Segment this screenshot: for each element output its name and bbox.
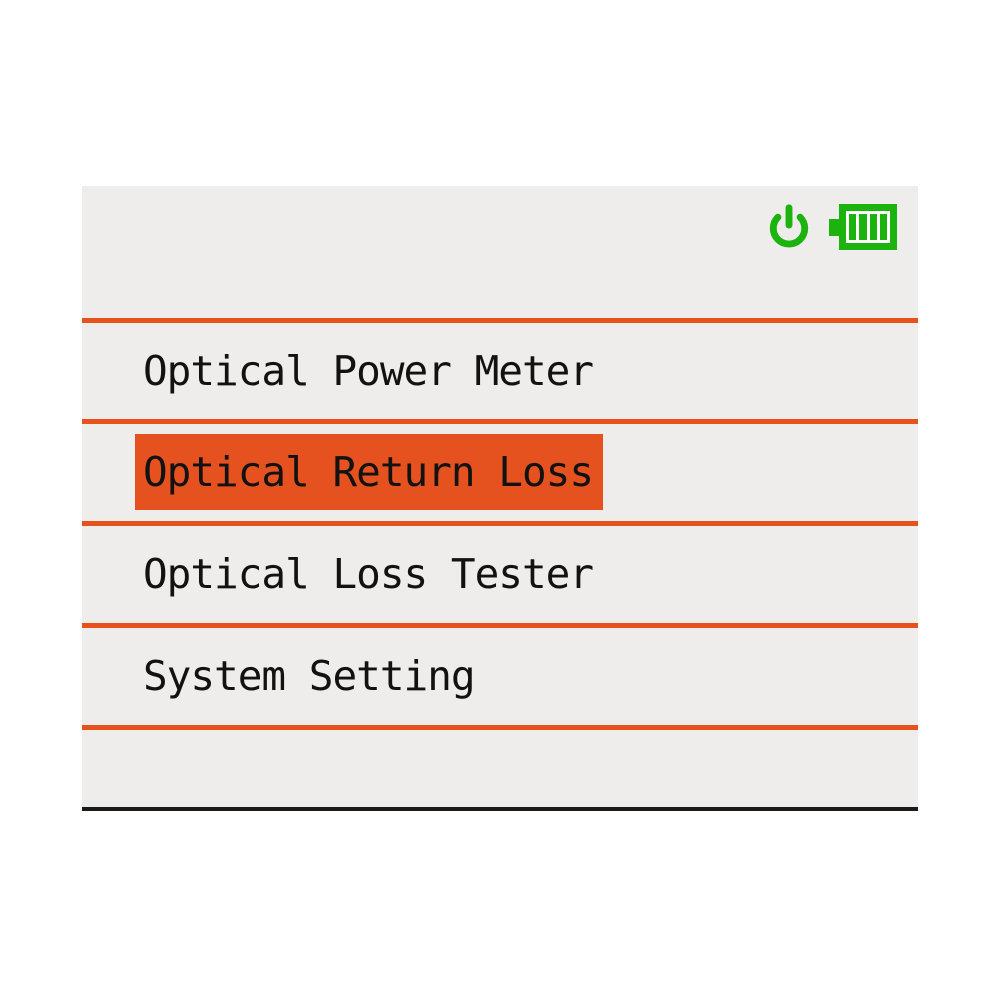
power-icon	[769, 204, 809, 248]
battery-bar	[859, 214, 867, 240]
menu-item-optical-return-loss[interactable]: Optical Return Loss	[82, 424, 918, 520]
menu-item-label: Optical Loss Tester	[143, 550, 594, 598]
divider-line	[82, 623, 918, 628]
device-screen: Optical Power Meter Optical Return Loss …	[82, 186, 918, 811]
menu-item-label: System Setting	[143, 652, 476, 700]
battery-bar	[849, 214, 857, 240]
battery-icon	[829, 204, 897, 250]
divider-line	[82, 521, 918, 526]
menu-item-label: Optical Power Meter	[143, 347, 594, 395]
menu-item-optical-power-meter[interactable]: Optical Power Meter	[82, 323, 918, 419]
battery-bar	[879, 214, 887, 240]
battery-bar	[869, 214, 877, 240]
battery-nub	[829, 218, 839, 236]
divider-line	[82, 725, 918, 730]
divider-line	[82, 318, 918, 323]
menu-item-label-selected: Optical Return Loss	[135, 434, 603, 510]
battery-body	[839, 204, 897, 250]
divider-line	[82, 419, 918, 424]
menu-item-optical-loss-tester[interactable]: Optical Loss Tester	[82, 526, 918, 622]
status-bar	[766, 203, 897, 251]
menu-item-system-setting[interactable]: System Setting	[82, 628, 918, 724]
